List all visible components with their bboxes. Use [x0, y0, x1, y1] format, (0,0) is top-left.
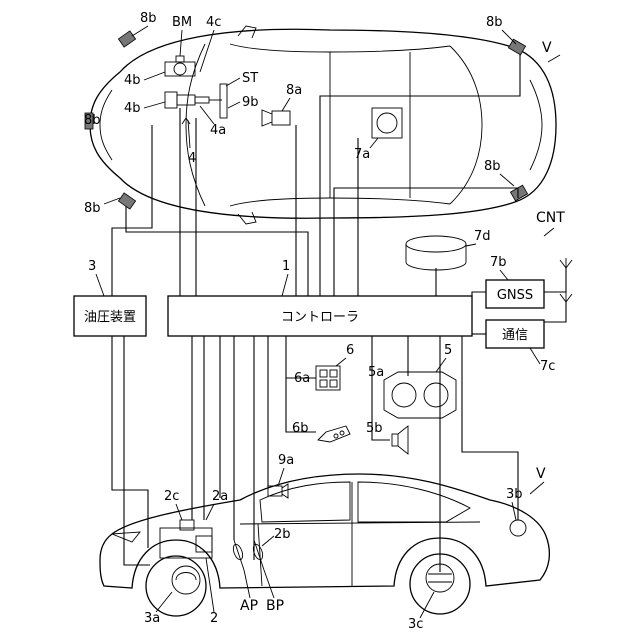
label-4b-lower: 4b	[124, 101, 141, 116]
steering-actuator-icon	[165, 84, 227, 118]
label-bp: BP	[266, 598, 284, 614]
label-4a: 4a	[210, 123, 226, 138]
label-bm: BM	[172, 15, 192, 30]
front-brake-3a-icon	[172, 566, 200, 594]
controller-box: コントローラ	[168, 296, 472, 336]
meter-display-5a-icon	[384, 372, 456, 418]
comm-box: 通信	[486, 320, 544, 348]
hydraulic-label: 油圧装置	[84, 310, 136, 325]
label-cnt: CNT	[536, 210, 565, 226]
label-5b: 5b	[366, 421, 383, 436]
hydraulic-box: 油圧装置	[74, 296, 146, 336]
label-2a: 2a	[212, 489, 228, 504]
gnss-label: GNSS	[497, 288, 533, 303]
label-2: 2	[210, 611, 218, 626]
label-7c: 7c	[540, 359, 555, 374]
label-ap: AP	[240, 598, 258, 614]
label-7b: 7b	[490, 255, 507, 270]
antenna-comm-icon	[560, 292, 572, 302]
antenna-gnss-icon	[560, 258, 572, 268]
label-4: 4	[188, 151, 196, 166]
label-8b-front: 8b	[84, 113, 101, 128]
label-8b-bottom-left: 8b	[84, 201, 101, 216]
label-st: ST	[242, 71, 258, 86]
label-4c: 4c	[206, 15, 221, 30]
label-9b: 9b	[242, 95, 259, 110]
label-6b: 6b	[292, 421, 309, 436]
label-2b: 2b	[274, 527, 291, 542]
key-6b-icon	[318, 426, 350, 442]
comm-label: 通信	[502, 328, 528, 343]
label-8b-top-right: 8b	[486, 15, 503, 30]
display-7a-icon	[372, 108, 402, 138]
label-8a: 8a	[286, 83, 302, 98]
label-5: 5	[444, 343, 452, 358]
accelerator-pedal-icon	[232, 540, 245, 570]
rear-lamp-3b-icon	[510, 520, 526, 536]
label-8b-right: 8b	[484, 159, 501, 174]
sensor-8b-front-left-icon	[118, 31, 135, 47]
sensor-8b-front-right-icon	[118, 193, 135, 209]
label-9a: 9a	[278, 453, 294, 468]
label-3c: 3c	[408, 617, 423, 632]
label-7a: 7a	[354, 147, 370, 162]
label-8b-top-left: 8b	[140, 11, 157, 26]
label-6a: 6a	[294, 371, 310, 386]
drive-unit-2-icon	[160, 520, 212, 558]
label-v-top: V	[542, 40, 552, 56]
label-2c: 2c	[164, 489, 179, 504]
label-3: 3	[88, 259, 96, 274]
label-4b-upper: 4b	[124, 73, 141, 88]
label-v-bottom: V	[536, 466, 546, 482]
label-7d: 7d	[474, 229, 491, 244]
controller-label: コントローラ	[281, 310, 359, 325]
label-1: 1	[282, 259, 290, 274]
label-3b: 3b	[506, 487, 523, 502]
storage-7d-icon	[406, 236, 466, 270]
speaker-5b-icon	[392, 426, 408, 454]
camera-8a-icon	[262, 110, 290, 126]
front-wheel-icon	[146, 556, 206, 616]
label-5a: 5a	[368, 365, 384, 380]
gnss-box: GNSS	[486, 280, 544, 308]
label-6: 6	[346, 343, 354, 358]
switch-panel-6a-icon	[316, 366, 340, 390]
label-3a: 3a	[144, 611, 160, 626]
brake-master-cylinder-icon	[165, 56, 195, 76]
